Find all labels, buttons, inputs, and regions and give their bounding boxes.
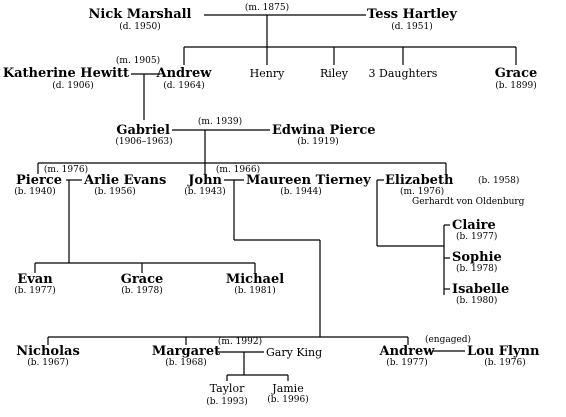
date-edwina-pierce: (b. 1919)	[297, 137, 339, 147]
union-elizabeth-gerhardt: (m. 1976)	[400, 187, 445, 197]
date-taylor: (b. 1993)	[206, 397, 248, 407]
person-gabriel: Gabriel	[116, 123, 170, 138]
date-michael: (b. 1981)	[234, 286, 276, 296]
person-nick-marshall: Nick Marshall	[88, 7, 192, 22]
date-jamie: (b. 1996)	[267, 395, 309, 405]
person-edwina-pierce: Edwina Pierce	[272, 123, 376, 138]
date-arlie-evans: (b. 1956)	[94, 187, 136, 197]
date-tess-hartley: (d. 1951)	[391, 22, 433, 32]
date-maureen-tierney: (b. 1944)	[280, 187, 322, 197]
person-nicholas: Nicholas	[16, 344, 80, 359]
person-isabelle: Isabelle	[452, 282, 510, 297]
person-tess-hartley: Tess Hartley	[367, 7, 457, 22]
date-grace-jr: (b. 1978)	[121, 286, 163, 296]
date-john: (b. 1943)	[184, 187, 226, 197]
person-sophie: Sophie	[452, 250, 502, 265]
person-andrew-jr: Andrew	[379, 344, 435, 359]
person-jamie: Jamie	[272, 382, 304, 395]
date-nicholas: (b. 1967)	[27, 358, 69, 368]
person-michael: Michael	[225, 272, 285, 287]
person-taylor: Taylor	[209, 382, 245, 395]
union-gabriel-edwina: (m. 1939)	[197, 117, 243, 127]
union-andrew-lou: (engaged)	[424, 335, 472, 345]
date-grace-sr: (b. 1899)	[495, 81, 537, 91]
union-margaret-gary: (m. 1992)	[217, 337, 263, 347]
date-gabriel: (1906–1963)	[115, 137, 173, 147]
date-margaret: (b. 1968)	[165, 358, 207, 368]
person-evan: Evan	[17, 272, 53, 287]
union-nick-tess: (m. 1875)	[244, 3, 290, 13]
person-elizabeth: Elizabeth	[385, 173, 454, 188]
person-gerhardt-von-oldenburg: Gerhardt von Oldenburg	[412, 197, 525, 207]
person-3-daughters: 3 Daughters	[368, 67, 438, 80]
date-isabelle: (b. 1980)	[456, 296, 498, 306]
date-evan: (b. 1977)	[14, 286, 56, 296]
date-andrew-sr: (d. 1964)	[163, 81, 205, 91]
person-grace-sr: Grace	[494, 66, 538, 81]
person-lou-flynn: Lou Flynn	[467, 344, 540, 359]
date-andrew-jr: (b. 1977)	[386, 358, 428, 368]
person-claire: Claire	[452, 218, 496, 233]
date-pierce: (b. 1940)	[14, 187, 56, 197]
union-john-maureen: (m. 1966)	[215, 165, 261, 175]
person-maureen-tierney: Maureen Tierney	[246, 173, 371, 188]
person-katherine-hewitt: Katherine Hewitt	[2, 66, 129, 81]
union-andrew-katherine: (m. 1905)	[115, 56, 161, 66]
person-john: John	[188, 173, 222, 188]
person-riley: Riley	[319, 67, 349, 80]
date-elizabeth: (b. 1958)	[478, 176, 520, 186]
person-pierce: Pierce	[16, 173, 63, 188]
person-andrew-sr: Andrew	[156, 66, 212, 81]
date-lou-flynn: (b. 1976)	[484, 358, 526, 368]
person-henry: Henry	[249, 67, 285, 80]
date-nick-marshall: (d. 1950)	[119, 22, 161, 32]
date-sophie: (b. 1978)	[456, 264, 498, 274]
date-claire: (b. 1977)	[456, 232, 498, 242]
person-gary-king: Gary King	[266, 346, 323, 359]
person-arlie-evans: Arlie Evans	[84, 173, 167, 188]
union-pierce-arlie: (m. 1976)	[43, 165, 89, 175]
person-margaret: Margaret	[151, 344, 221, 359]
date-katherine-hewitt: (d. 1906)	[52, 81, 94, 91]
person-grace-jr: Grace	[120, 272, 164, 287]
